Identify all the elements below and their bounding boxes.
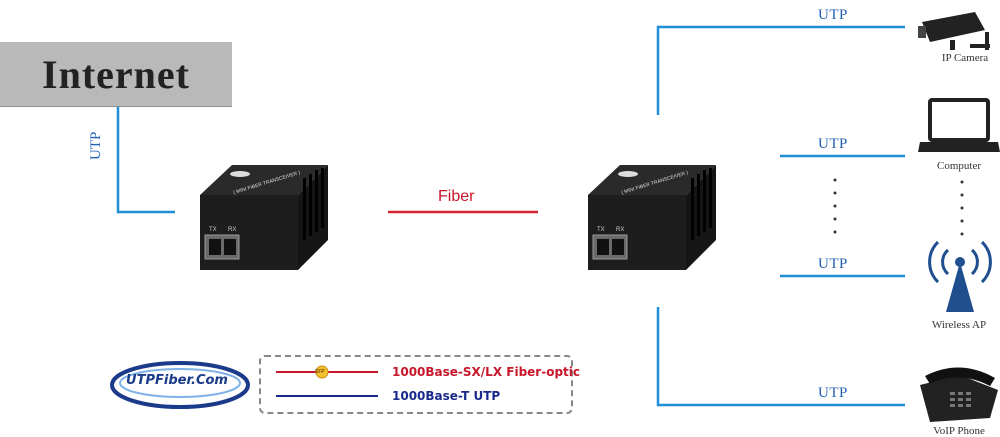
converter-right-rx: RX bbox=[616, 227, 625, 233]
utp-label-ap: UTP bbox=[818, 256, 848, 272]
media-converter-right bbox=[588, 165, 716, 270]
converter-right-tx: TX bbox=[597, 227, 605, 233]
utp-line-camera bbox=[656, 25, 905, 115]
converter-left-rx: RX bbox=[228, 227, 237, 233]
utp-line-internet bbox=[116, 106, 175, 214]
voip-phone-icon bbox=[920, 367, 998, 422]
internet-cloud-box: Internet bbox=[0, 42, 232, 107]
device-label-camera: IP Camera bbox=[941, 52, 989, 64]
legend-fiber-badge-text: SFP bbox=[315, 369, 325, 375]
cctv-camera-icon bbox=[918, 12, 990, 50]
logo-text: UTPFiber.Com bbox=[126, 373, 228, 388]
internet-label: Internet bbox=[42, 51, 190, 97]
legend-utp-label: 1000Base-T UTP bbox=[392, 389, 501, 403]
legend-fiber-badge bbox=[315, 365, 329, 379]
utp-label-phone: UTP bbox=[818, 385, 848, 401]
legend-fiber-label: 1000Base-SX/LX Fiber-optic bbox=[392, 365, 580, 379]
device-label-computer: Computer bbox=[937, 160, 981, 172]
utp-label-internet: UTP bbox=[88, 131, 104, 160]
utp-label-camera: UTP bbox=[818, 7, 848, 23]
dotted-separator-middle bbox=[833, 178, 837, 234]
utp-label-computer: UTP bbox=[818, 136, 848, 152]
wireless-ap-icon bbox=[928, 240, 992, 312]
converter-left-tx: TX bbox=[209, 227, 217, 233]
device-label-ap: Wireless AP bbox=[931, 319, 987, 331]
utpfiber-logo bbox=[110, 361, 250, 409]
device-label-phone: VoIP Phone bbox=[933, 425, 985, 437]
fiber-label: Fiber bbox=[438, 188, 475, 205]
laptop-icon bbox=[918, 98, 1000, 152]
utp-line-phone bbox=[656, 307, 905, 407]
media-converter-left bbox=[200, 165, 328, 270]
dotted-separator-right bbox=[960, 180, 964, 236]
legend-box bbox=[259, 355, 573, 414]
